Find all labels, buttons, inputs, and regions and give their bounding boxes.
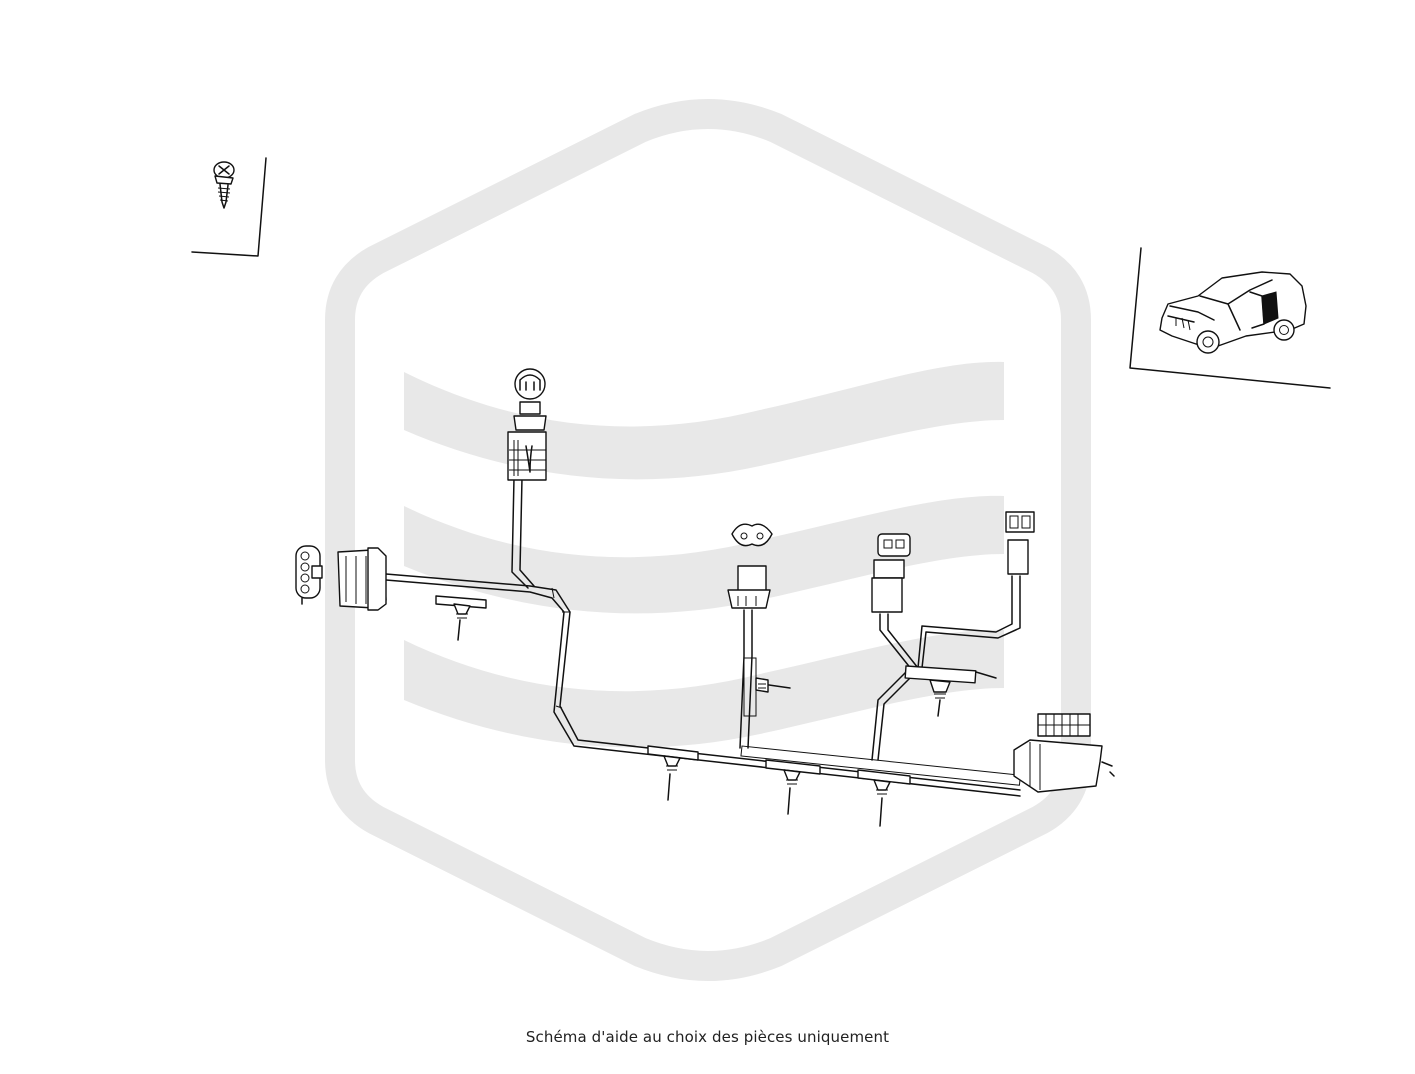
clip-2[interactable] — [647, 745, 699, 801]
screw-inset — [191, 157, 267, 257]
screw-icon[interactable] — [213, 161, 235, 209]
clip-6[interactable] — [755, 677, 769, 693]
vehicle-door-location-icon[interactable] — [1159, 271, 1307, 354]
connector-right-b[interactable] — [917, 511, 1035, 669]
clip-1[interactable] — [435, 595, 487, 641]
watermark-logo — [325, 99, 1091, 981]
connector-left-pin-view — [295, 545, 323, 605]
clip-4[interactable] — [857, 769, 911, 827]
connector-right-a[interactable] — [871, 533, 919, 761]
branch-upper[interactable] — [511, 477, 535, 589]
clip-5[interactable] — [929, 679, 951, 717]
clip-3[interactable] — [765, 759, 821, 815]
wiring-harness — [295, 368, 1115, 827]
connector-mid[interactable] — [727, 523, 791, 749]
control-unit[interactable] — [1013, 713, 1115, 793]
diagram-caption: Schéma d'aide au choix des pièces unique… — [525, 1028, 890, 1046]
connector-round[interactable] — [507, 368, 547, 481]
connector-left[interactable] — [337, 547, 387, 611]
vehicle-inset — [1129, 247, 1331, 389]
